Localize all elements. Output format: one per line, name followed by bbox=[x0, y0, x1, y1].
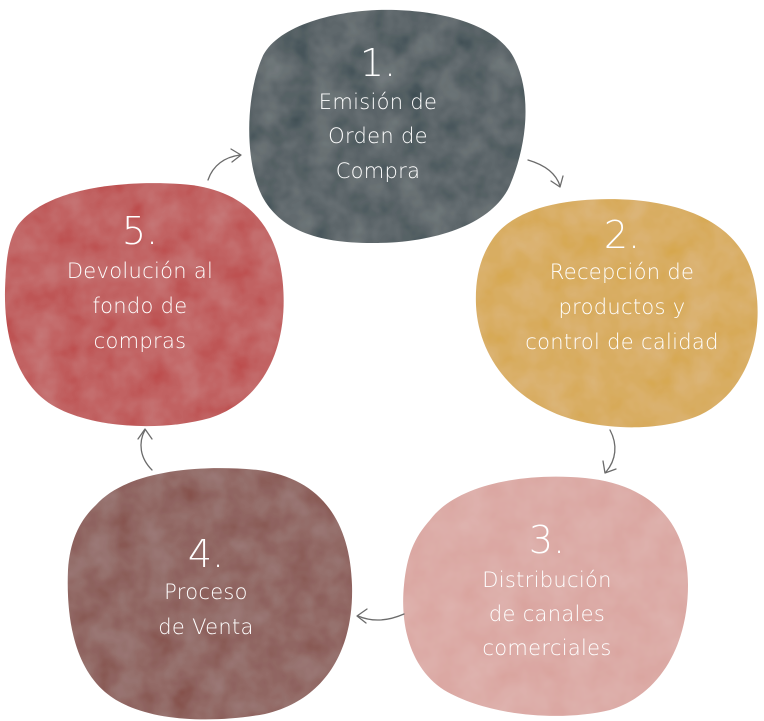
step-2-line-1: Recepción de bbox=[550, 260, 694, 284]
step-5-line-1: Devolución al bbox=[67, 259, 213, 283]
step-2-line-3: control de calidad bbox=[525, 330, 718, 354]
step-4-node: 4. Proceso de Venta bbox=[67, 468, 353, 720]
step-3-line-2: de canales bbox=[489, 602, 605, 626]
step-4-blob bbox=[67, 468, 353, 720]
step-2-number: 2. bbox=[604, 213, 640, 257]
step-4-line-1: Proceso bbox=[164, 580, 248, 604]
step-5-line-2: fondo de bbox=[92, 294, 187, 318]
step-1-line-2: Orden de bbox=[328, 124, 428, 148]
step-1-node: 1. Emisión de Orden de Compra bbox=[249, 9, 526, 244]
step-5-number: 5. bbox=[122, 209, 158, 253]
step-4-line-2: de Venta bbox=[158, 615, 253, 639]
step-2-line-2: productos y bbox=[559, 295, 686, 319]
step-2-blob bbox=[475, 199, 758, 428]
step-3-node: 3. Distribución de canales comerciales bbox=[403, 476, 688, 716]
step-5-blob bbox=[4, 183, 284, 427]
arrow-3-to-4 bbox=[356, 608, 405, 624]
step-1-line-3: Compra bbox=[336, 159, 421, 183]
step-3-number: 3. bbox=[529, 518, 565, 562]
arrow-5-to-1 bbox=[207, 148, 242, 181]
step-1-number: 1. bbox=[360, 41, 396, 85]
step-4-number: 4. bbox=[188, 532, 224, 576]
step-1-blob bbox=[249, 9, 526, 244]
step-3-line-1: Distribución bbox=[482, 568, 611, 592]
step-5-line-3: compras bbox=[94, 329, 187, 353]
step-2-node: 2. Recepción de productos y control de c… bbox=[475, 199, 758, 428]
step-5-node: 5. Devolución al fondo de compras bbox=[4, 183, 284, 427]
step-3-line-3: comerciales bbox=[482, 636, 611, 660]
arrow-4-to-5 bbox=[137, 428, 153, 471]
step-3-blob bbox=[403, 476, 688, 716]
arrow-1-to-2 bbox=[527, 159, 564, 188]
step-1-line-1: Emisión de bbox=[319, 90, 437, 114]
arrow-2-to-3 bbox=[602, 429, 617, 474]
